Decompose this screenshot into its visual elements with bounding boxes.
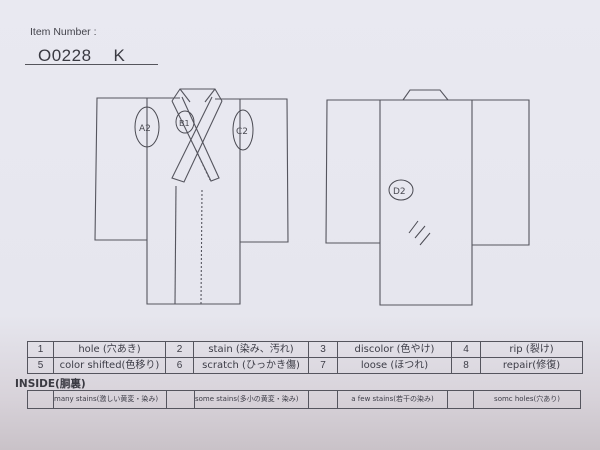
item-number: O0228 [38,46,92,65]
defect-number: 7 [308,357,338,374]
marker-label-d2: D2 [393,187,406,197]
defect-label-rip: rip (裂け) [480,341,583,358]
item-number-value: O0228 K [38,46,125,66]
inside-label-many-stains: many stains(激しい黄変・染み) [53,390,167,409]
defect-number: 4 [451,341,481,358]
item-suffix: K [113,46,126,65]
hatch-mark [408,220,419,234]
table-row: 1 hole (穴あき) 2 stain (染み、汚れ) 3 discolor … [27,341,583,358]
kimono-diagram: A2 B1 C2 D2 [94,88,530,306]
inside-checkbox-some-stains[interactable] [166,390,195,409]
defect-number: 5 [27,357,54,374]
item-number-label: Item Number : [30,26,97,38]
defect-number: 1 [27,341,54,358]
defect-label-repair: repair(修復) [480,357,583,374]
marker-circle-d2 [388,179,414,201]
defect-label-loose: loose (ほつれ) [337,357,452,374]
inside-label-some-stains: some stains(多小の黄変・染み) [194,390,309,409]
back-view-kimono [325,89,530,306]
front-view-kimono [94,88,289,305]
marker-circle-c2 [232,109,254,151]
defect-label-color-shifted: color shifted(色移り) [53,357,166,374]
marker-label-b1: B1 [179,119,190,128]
defect-number: 2 [165,341,194,358]
defect-number: 3 [308,341,338,358]
item-number-underline [25,64,158,65]
defect-label-scratch: scratch (ひっかき傷) [193,357,309,374]
marker-label-a2: A2 [139,124,151,134]
defect-number: 6 [165,357,194,374]
inside-checkbox-few-stains[interactable] [308,390,338,409]
marker-circle-b1 [175,110,195,134]
hatch-mark [414,225,426,239]
table-row: many stains(激しい黄変・染み) some stains(多小の黄変・… [27,390,581,409]
inside-checkbox-many-stains[interactable] [27,390,54,409]
inside-label-some-holes: somc holes(穴あり) [473,390,581,409]
inside-condition-table: many stains(激しい黄変・染み) some stains(多小の黄変・… [27,390,581,409]
marker-circle-a2 [134,106,160,148]
defect-legend-table: 1 hole (穴あき) 2 stain (染み、汚れ) 3 discolor … [27,341,583,374]
inside-section-label: INSIDE(胴裏) [15,378,86,390]
defect-label-hole: hole (穴あき) [53,341,166,358]
defect-label-discolor: discolor (色やけ) [337,341,452,358]
table-row: 5 color shifted(色移り) 6 scratch (ひっかき傷) 7… [27,357,583,374]
marker-label-c2: C2 [236,127,248,137]
hatch-mark [419,232,431,246]
inside-label-few-stains: a few stains(若干の染み) [337,390,448,409]
defect-number: 8 [451,357,481,374]
defect-label-stain: stain (染み、汚れ) [193,341,309,358]
inside-checkbox-some-holes[interactable] [447,390,474,409]
